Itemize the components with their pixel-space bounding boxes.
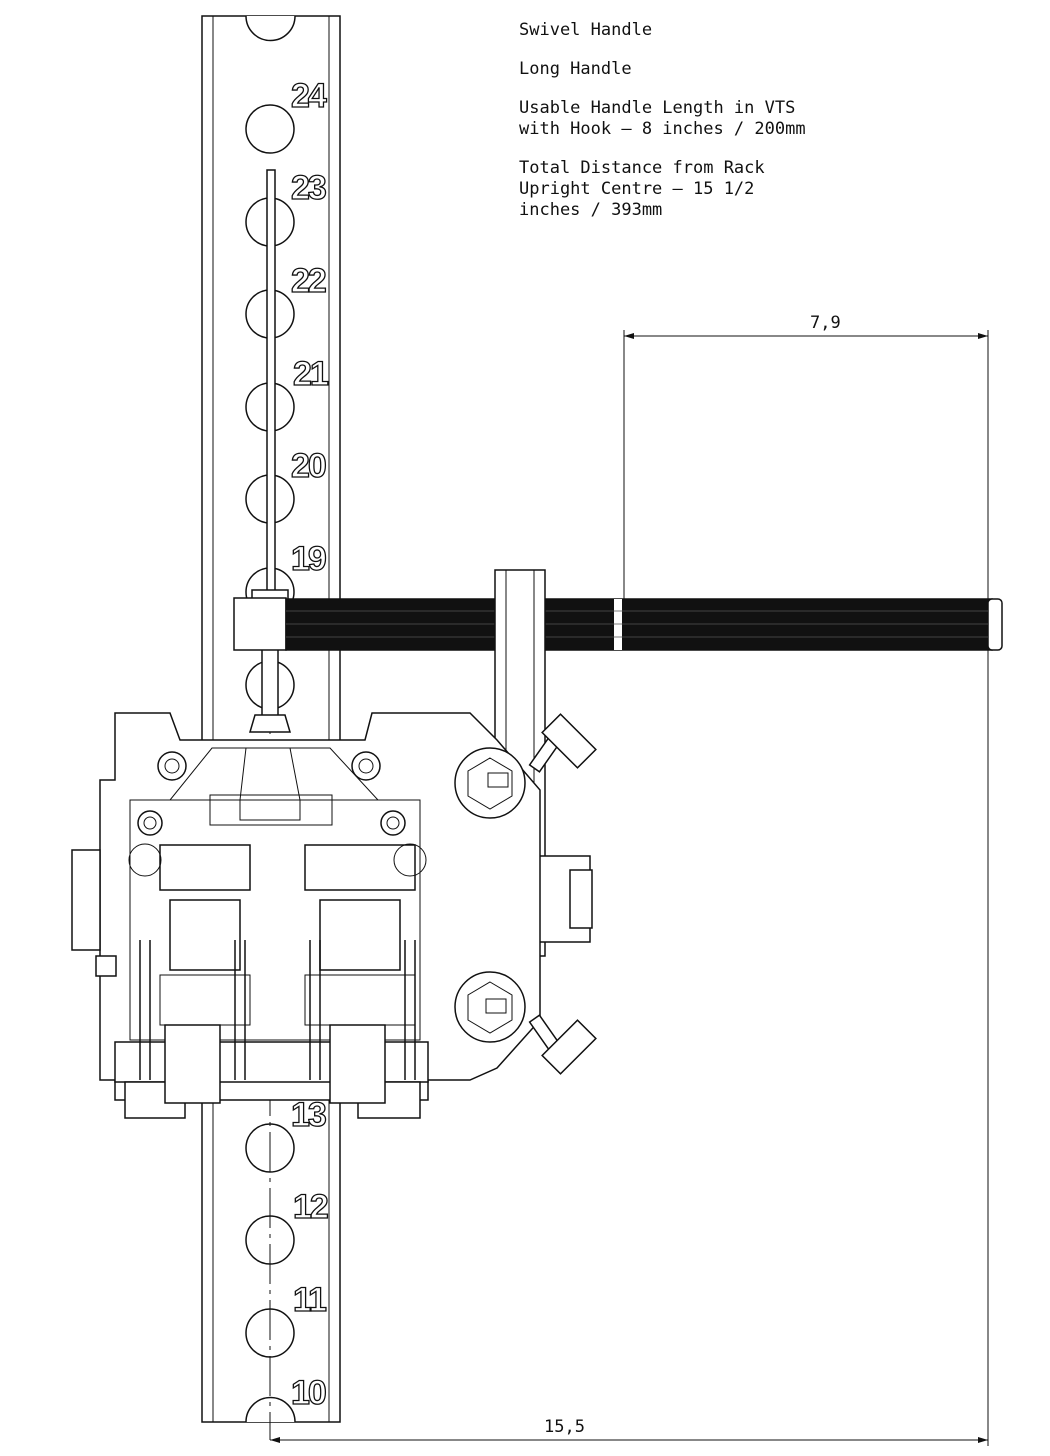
handle-length-dimension [623, 330, 989, 600]
rack-number-10: 10 [291, 1374, 326, 1412]
handle-length-label: 7,9 [810, 313, 841, 333]
rack-holes [245, 15, 296, 1423]
usable-length-note: Usable Handle Length in VTS with Hook – … [519, 98, 806, 139]
rack-number-23: 23 [291, 169, 326, 207]
swivel-handle-label: Swivel Handle [519, 20, 653, 40]
rack-numbers: 24 23 22 21 20 19 13 12 11 10 [290, 76, 330, 1412]
hex-sockets [454, 747, 526, 1043]
notes: Swivel Handle Long Handle Usable Handle … [519, 20, 806, 239]
long-handle [233, 597, 1003, 651]
total-distance-dimension [270, 650, 989, 1446]
rack-number-19: 19 [291, 540, 326, 578]
rack-number-11: 11 [293, 1281, 326, 1319]
bolts [137, 751, 406, 836]
rack-number-24: 24 [291, 77, 327, 115]
long-handle-label: Long Handle [519, 59, 632, 79]
total-distance-note: Total Distance from Rack Upright Centre … [519, 158, 765, 220]
rack-number-12: 12 [293, 1188, 328, 1226]
rack-number-22: 22 [291, 262, 326, 300]
total-distance-label: 15,5 [544, 1417, 585, 1437]
rack-number-13: 13 [291, 1096, 326, 1134]
rack-number-21: 21 [293, 355, 328, 393]
rack-number-20: 20 [291, 447, 326, 485]
inner-mechanism [128, 747, 427, 1104]
knobs [528, 713, 597, 1075]
